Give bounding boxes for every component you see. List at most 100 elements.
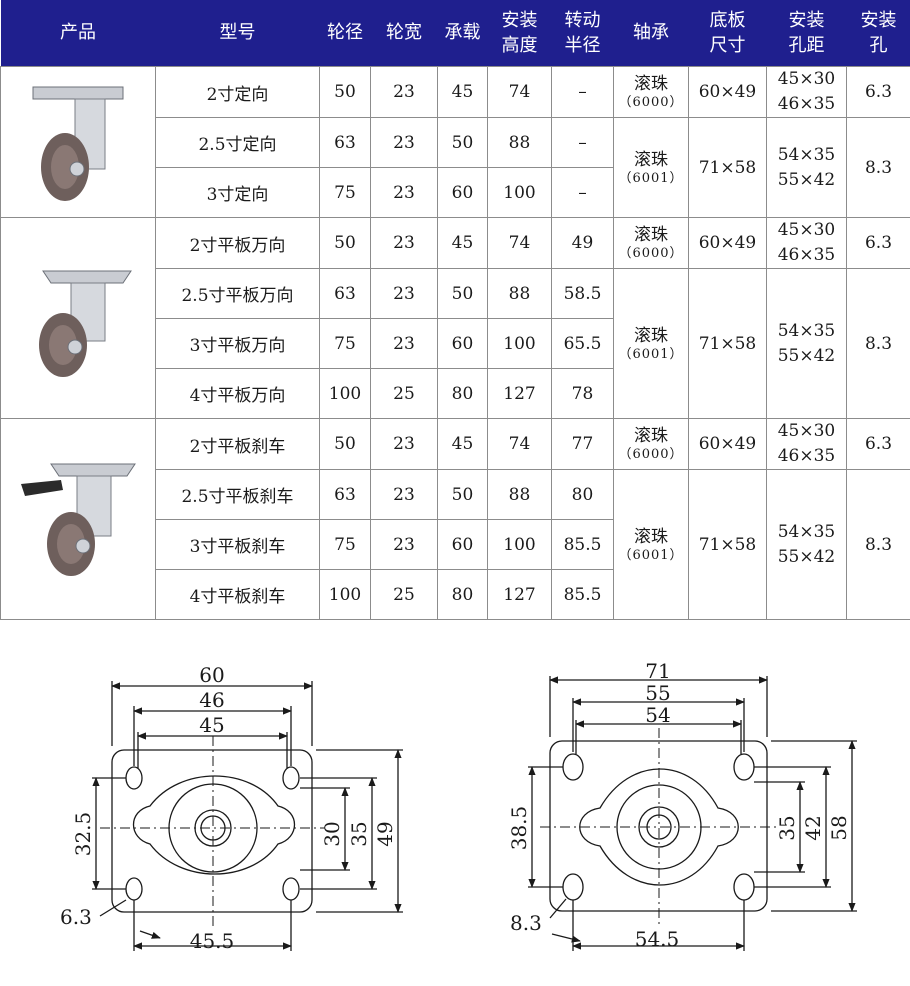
dim-hole-dia: 8.3	[510, 911, 542, 935]
table-row: 2.5寸平板万向 63 23 50 88 58.5 滚珠（6001） 71×58…	[1, 268, 910, 419]
model-cell: 2.5寸定向	[155, 117, 320, 168]
model-cell: 3寸平板刹车	[155, 519, 320, 570]
table-row: 2寸平板万向 50 23 45 74 49 滚珠（6000） 60×49 45×…	[0, 217, 910, 419]
model-cell: 4寸平板万向	[155, 368, 320, 419]
width-cell: 25	[370, 569, 438, 620]
load-cell: 80	[437, 368, 488, 419]
fixed-caster-icon	[32, 86, 124, 201]
height-cell: 100	[487, 167, 552, 218]
dia-cell: 63	[319, 469, 371, 520]
plate-cell: 60×49	[688, 66, 767, 118]
hole-cell: 6.3	[846, 217, 910, 269]
height-cell: 74	[487, 66, 552, 118]
table-row: 4寸平板刹车 100 25 80 127 85.5	[1, 569, 910, 620]
model-cell: 2寸定向	[155, 66, 320, 118]
dim-spacing-outer: 46	[199, 688, 224, 712]
table-row: 3寸定向 75 23 60 100 –	[1, 167, 910, 218]
table-row: 2.5寸定向 63 23 50 88 – 滚珠（6001） 71×58 54×3…	[1, 117, 910, 218]
mount-hole-bl	[562, 873, 584, 901]
radius-cell: 58.5	[551, 268, 614, 319]
drawing-large-labels: 71 55 54 38.5 35 42 58 8.3 54.5	[507, 659, 851, 951]
model-cell: 3寸定向	[155, 167, 320, 218]
hole-cell: 6.3	[846, 66, 910, 118]
height-cell: 88	[487, 117, 552, 168]
dia-cell: 63	[319, 268, 371, 319]
width-cell: 23	[370, 519, 438, 570]
radius-cell: 78	[551, 368, 614, 419]
width-cell: 25	[370, 368, 438, 419]
plate-cell: 71×58	[688, 469, 767, 620]
dia-cell: 100	[319, 569, 371, 620]
plate-cell: 60×49	[688, 418, 767, 470]
radius-cell: 80	[551, 469, 614, 520]
mount-hole-br	[282, 877, 300, 901]
dim-right-30: 30	[320, 821, 344, 846]
model-cell: 3寸平板万向	[155, 318, 320, 369]
boss-outline	[133, 775, 295, 875]
table-row: 4寸平板万向 100 25 80 127 78	[1, 368, 910, 419]
width-cell: 23	[370, 418, 438, 470]
load-cell: 80	[437, 569, 488, 620]
dia-cell: 100	[319, 368, 371, 419]
load-cell: 60	[437, 167, 488, 218]
width-cell: 23	[370, 167, 438, 218]
load-cell: 45	[437, 66, 488, 118]
header-hole-spacing: 安装孔距	[766, 0, 847, 67]
dim-right-35: 35	[775, 815, 799, 840]
product-image-fixed	[0, 66, 156, 218]
dim-spacing-inner: 54	[645, 703, 670, 727]
drawing-small-plate	[92, 681, 403, 951]
load-cell: 50	[437, 117, 488, 168]
mount-hole-tr	[282, 766, 300, 790]
dia-cell: 50	[319, 66, 371, 118]
dia-cell: 75	[319, 519, 371, 570]
load-cell: 50	[437, 268, 488, 319]
dim-bottom-width: 54.5	[635, 927, 680, 951]
dia-cell: 75	[319, 318, 371, 369]
width-cell: 23	[370, 117, 438, 168]
header-bearing: 轴承	[613, 0, 689, 67]
hole-cell: 6.3	[846, 418, 910, 470]
header-row: 产品 型号 轮径 轮宽 承载 安装高度 转动半径 轴承 底板尺寸 安装孔距 安装…	[0, 0, 910, 67]
brake-caster-icon	[21, 463, 136, 576]
header-wheel-width: 轮宽	[370, 0, 438, 67]
load-cell: 45	[437, 418, 488, 470]
swivel-caster-icon	[39, 270, 132, 377]
table-row: 3寸平板万向 75 23 60 100 65.5	[1, 318, 910, 369]
dim-spacing-inner: 45	[199, 713, 224, 737]
height-cell: 100	[487, 318, 552, 369]
radius-cell: 65.5	[551, 318, 614, 369]
dim-plate-width: 60	[199, 663, 224, 687]
header-load: 承载	[437, 0, 488, 67]
mount-hole-tl	[125, 766, 143, 790]
bearing-cell: 滚珠（6000）	[613, 66, 689, 118]
bearing-cell: 滚珠（6000）	[613, 418, 689, 470]
height-cell: 127	[487, 368, 552, 419]
dim-bottom-width: 45.5	[190, 929, 235, 953]
header-install-height: 安装高度	[487, 0, 552, 67]
load-cell: 45	[437, 217, 488, 269]
drawing-large-plate	[528, 676, 857, 951]
dim-left-height: 32.5	[71, 812, 95, 857]
dim-hole-dia: 6.3	[60, 905, 92, 929]
load-cell: 60	[437, 519, 488, 570]
dia-cell: 50	[319, 418, 371, 470]
dim-left-height: 38.5	[507, 806, 531, 851]
plate-outline	[111, 749, 313, 913]
dia-cell: 75	[319, 167, 371, 218]
bearing-cell: 滚珠（6000）	[613, 217, 689, 269]
product-image-swivel	[0, 217, 156, 419]
radius-cell: 49	[551, 217, 614, 269]
drawing-small-labels: 60 46 45 32.5 30 35 49 6.3 45.5	[60, 663, 397, 953]
model-cell: 2.5寸平板万向	[155, 268, 320, 319]
plate-cell: 60×49	[688, 217, 767, 269]
radius-cell: –	[551, 66, 614, 118]
table-row: 2寸平板刹车 50 23 45 74 77 滚珠（6000） 60×49 45×…	[0, 418, 910, 620]
header-turn-radius: 转动半径	[551, 0, 614, 67]
dim-right-42: 42	[801, 815, 825, 840]
header-mount-hole: 安装孔	[846, 0, 910, 67]
